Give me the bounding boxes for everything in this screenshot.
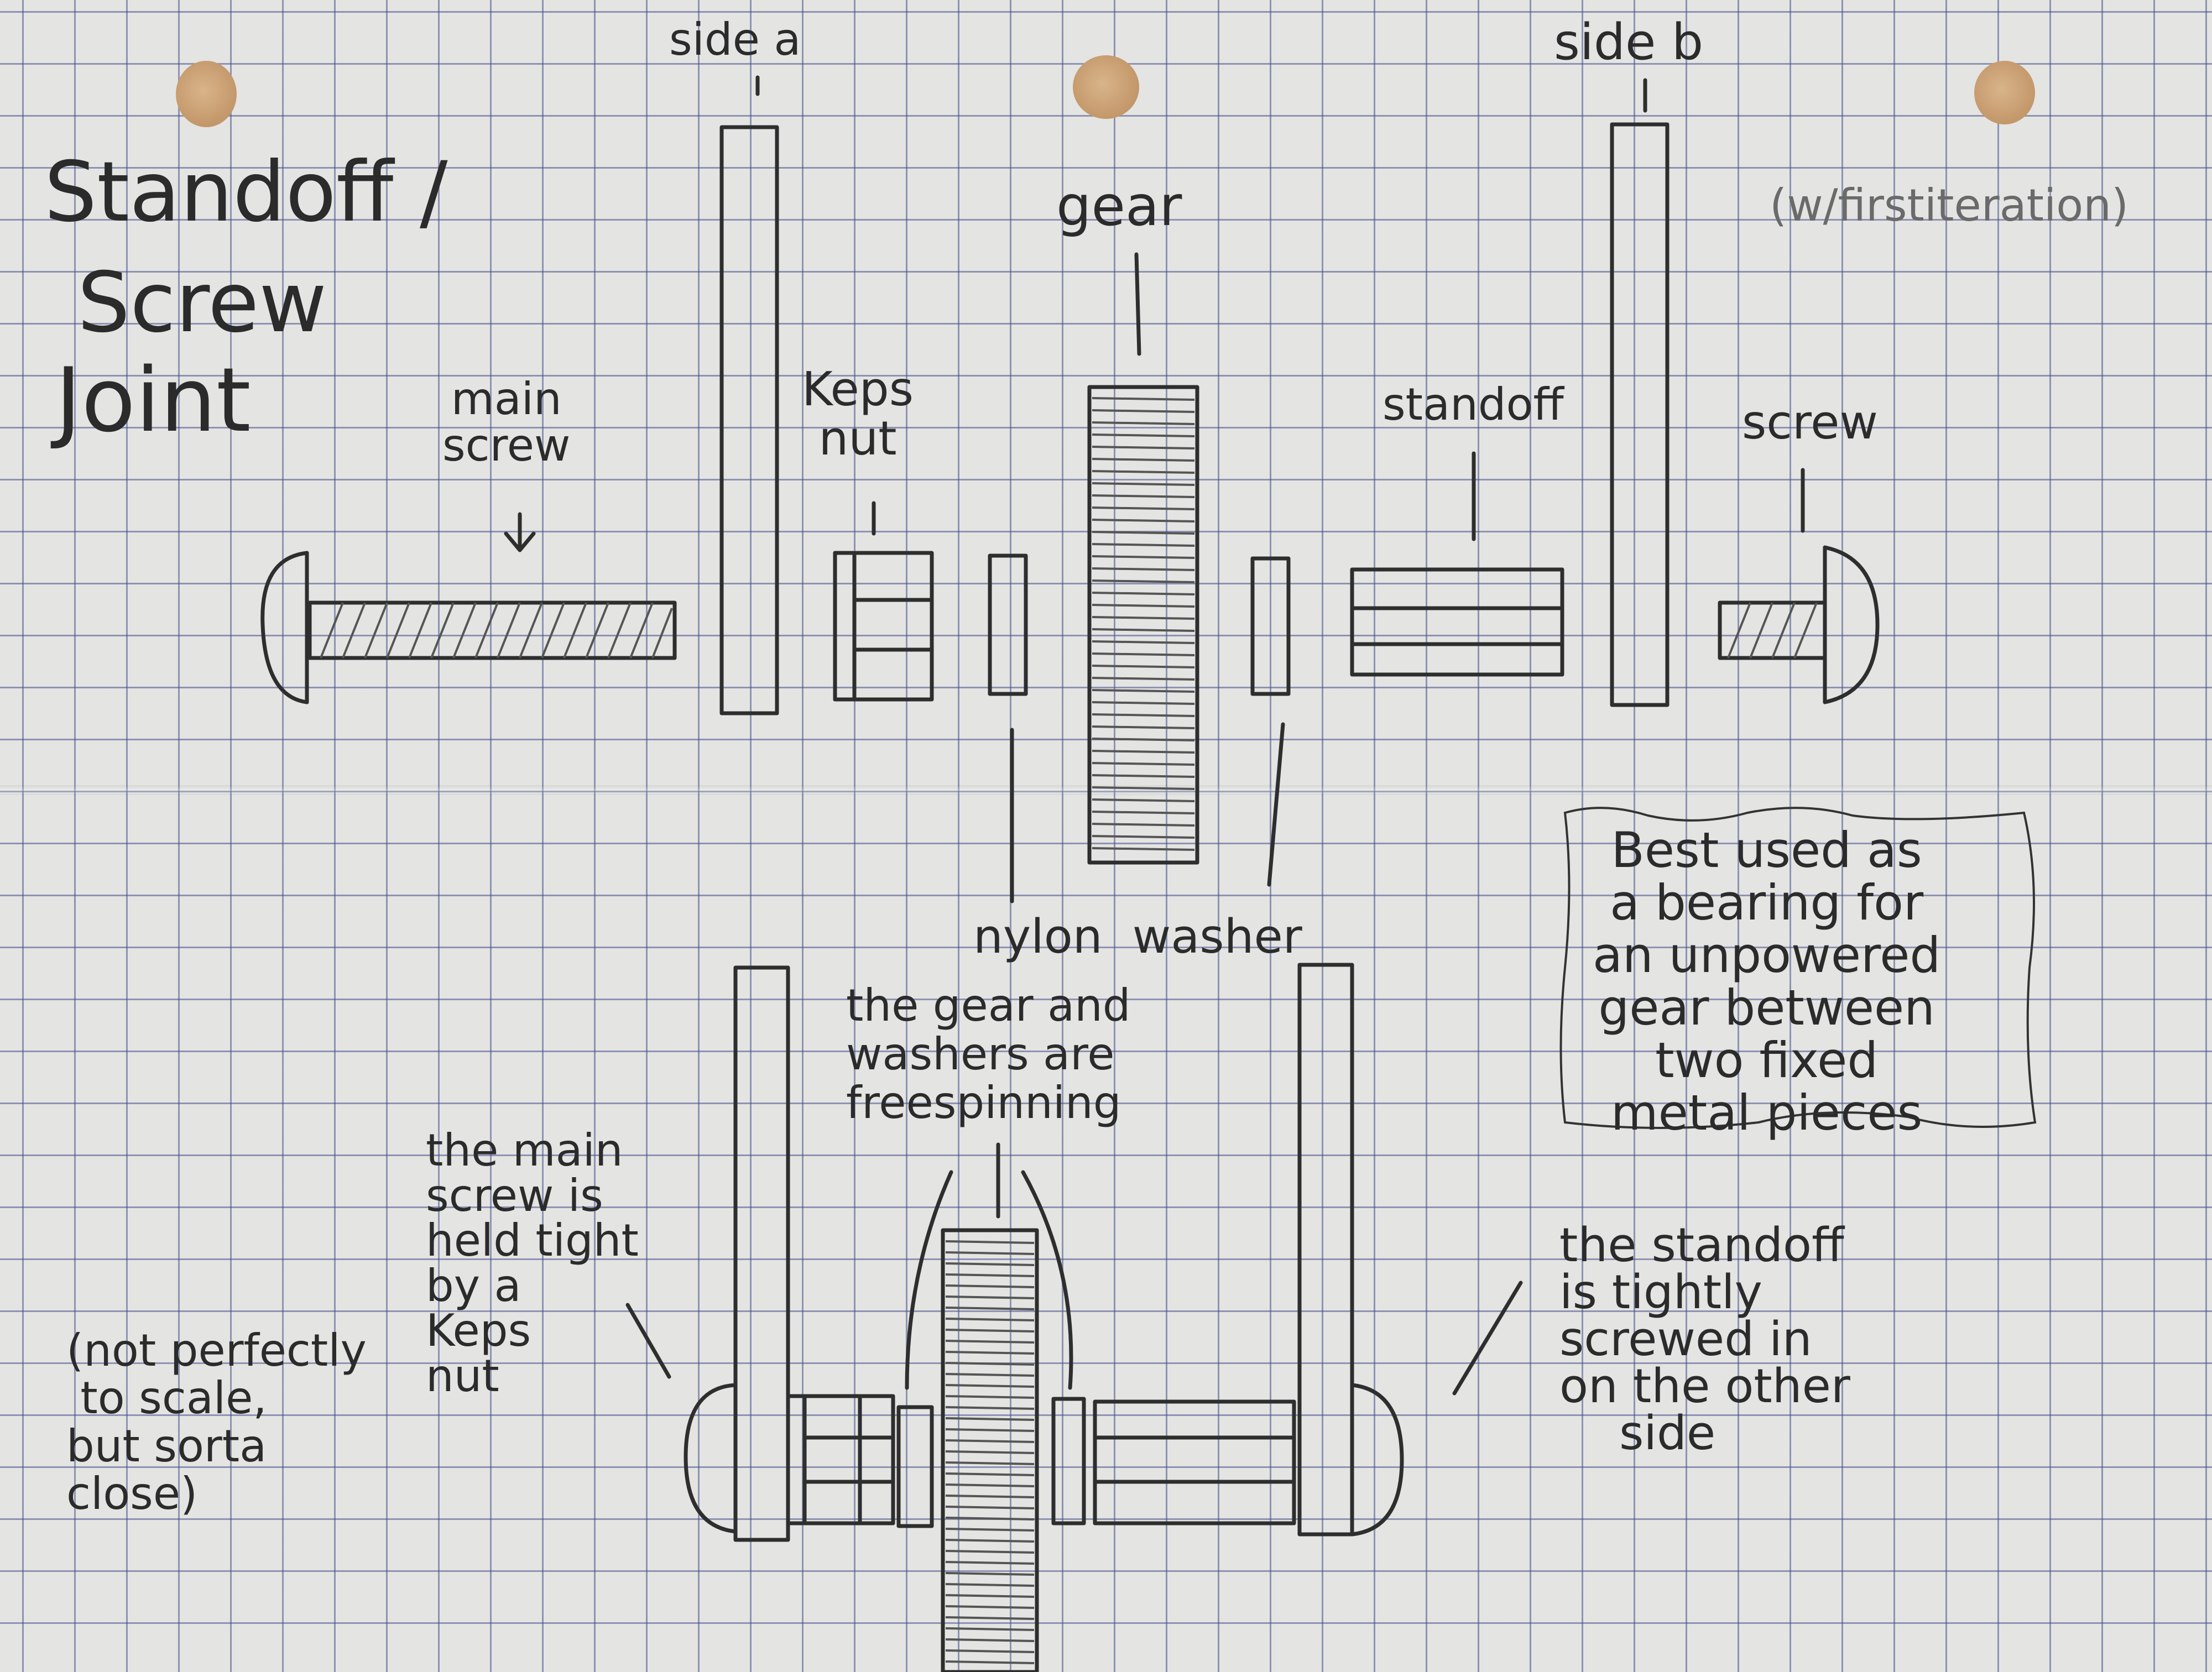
screw-label: screw (1742, 395, 1878, 450)
screw-drawing (1718, 468, 1880, 704)
keps-nut-drawing (833, 501, 934, 702)
note-box-border (1559, 807, 2037, 1129)
title-line-1: Standoff / (44, 144, 448, 241)
standoff-drawing (1350, 451, 1564, 677)
nylon-washer-label: nylon washer (973, 910, 1302, 964)
nylon-washer-right-drawing (1250, 556, 1291, 887)
nylon-washer-left-drawing (988, 553, 1028, 903)
standoff-label: standoff (1383, 379, 1564, 430)
main-screw-drawing (260, 512, 677, 704)
side-a-plate-drawing (719, 75, 779, 715)
title-line-2: Screw (77, 255, 327, 351)
note-best-used: Best used as a bearing for an unpowered … (1593, 822, 1941, 1142)
note-main-screw-held: the main screw is held tight by a Keps n… (426, 1125, 639, 1402)
title-line-3: Joint (55, 348, 251, 452)
side-a-label: side a (669, 14, 801, 65)
side-b-plate-drawing (1610, 78, 1670, 707)
iteration-note: (w/firstiteration) (1770, 180, 2129, 231)
punch-hole-left (176, 61, 237, 127)
gear-drawing (1087, 252, 1199, 865)
note-free-spinning: the gear and washers are freespinning (846, 980, 1131, 1128)
note-standoff-tight: the standoff is tightly screwed in on th… (1559, 1218, 1850, 1461)
keps-nut-label: Keps nut (802, 362, 914, 467)
side-b-label: side b (1554, 13, 1704, 71)
punch-hole-center (1073, 55, 1139, 119)
main-screw-label: main screw (442, 373, 571, 471)
paper-fold (0, 785, 2212, 795)
note-scale: (not perfectly to scale, but sorta close… (66, 1325, 367, 1520)
gear-label: gear (1056, 174, 1182, 238)
assembled-joint-drawing (625, 963, 1523, 1672)
punch-hole-right (1974, 61, 2035, 124)
